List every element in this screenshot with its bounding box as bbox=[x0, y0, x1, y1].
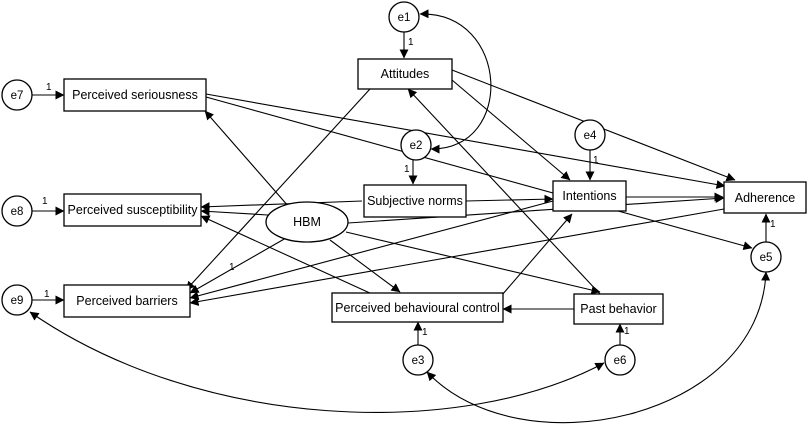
path-hbm-adherence bbox=[347, 194, 725, 224]
error-e3-label: e3 bbox=[412, 355, 425, 367]
error-e8-label: e8 bbox=[11, 206, 24, 218]
label-e9-barriers: 1 bbox=[44, 289, 50, 300]
label-hbm-loading: 1 bbox=[229, 262, 235, 273]
path-seriousness-e5 bbox=[205, 96, 753, 251]
node-adherence-label: Adherence bbox=[735, 191, 796, 205]
observed-variables: Attitudes Perceived seriousness Perceive… bbox=[63, 58, 807, 325]
error-e4[interactable]: e4 bbox=[574, 119, 606, 151]
path-past-attitudes bbox=[407, 88, 601, 295]
path-hbm-past-behavior bbox=[345, 231, 601, 295]
error-e6[interactable]: e6 bbox=[604, 344, 636, 376]
node-perceived-barriers-label: Perceived barriers bbox=[76, 294, 177, 308]
edges bbox=[29, 9, 771, 424]
node-subjective-norms-label: Subjective norms bbox=[367, 194, 463, 208]
error-e1[interactable]: e1 bbox=[388, 1, 420, 33]
node-perceived-seriousness[interactable]: Perceived seriousness bbox=[63, 78, 207, 112]
node-perceived-behavioural-control[interactable]: Perceived behavioural control bbox=[331, 292, 504, 323]
path-hbm-pbc bbox=[329, 239, 401, 293]
label-e8-susceptibility: 1 bbox=[42, 196, 48, 207]
error-e8[interactable]: e8 bbox=[1, 195, 33, 227]
error-e9[interactable]: e9 bbox=[1, 284, 33, 316]
label-e6-past-behavior: 1 bbox=[624, 326, 630, 337]
cov-e9-e6 bbox=[29, 311, 605, 413]
node-subjective-norms[interactable]: Subjective norms bbox=[363, 184, 467, 218]
label-e2-subjective-norms: 1 bbox=[404, 164, 410, 175]
error-e7[interactable]: e7 bbox=[1, 79, 33, 111]
node-perceived-susceptibility[interactable]: Perceived susceptibility bbox=[63, 193, 202, 227]
error-e9-label: e9 bbox=[11, 295, 24, 307]
path-sn-susceptibility bbox=[200, 200, 363, 212]
cov-e1-e2 bbox=[419, 9, 492, 154]
path-hbm-seriousness bbox=[204, 110, 290, 208]
cov-e3-e5 bbox=[426, 271, 771, 424]
node-past-behavior-label: Past behavior bbox=[580, 302, 656, 316]
label-e1-attitudes: 1 bbox=[408, 37, 414, 48]
node-adherence[interactable]: Adherence bbox=[723, 181, 807, 214]
node-perceived-barriers[interactable]: Perceived barriers bbox=[63, 284, 191, 318]
label-e5-adherence: 1 bbox=[770, 219, 776, 230]
label-e7-seriousness: 1 bbox=[46, 82, 52, 93]
error-e5[interactable]: e5 bbox=[750, 241, 782, 273]
node-attitudes[interactable]: Attitudes bbox=[357, 58, 453, 90]
node-past-behavior[interactable]: Past behavior bbox=[573, 293, 664, 325]
label-e4-intentions: 1 bbox=[593, 155, 599, 166]
error-e7-label: e7 bbox=[11, 90, 24, 102]
path-pbc-susceptibility bbox=[200, 215, 373, 295]
path-hbm-susceptibility bbox=[200, 207, 269, 217]
error-e6-label: e6 bbox=[614, 355, 627, 367]
error-e2-label: e2 bbox=[410, 140, 423, 152]
path-attitudes-barriers bbox=[185, 88, 371, 291]
error-e2[interactable]: e2 bbox=[400, 129, 432, 161]
error-e3[interactable]: e3 bbox=[402, 344, 434, 376]
node-hbm-label: HBM bbox=[293, 215, 321, 229]
node-intentions-label: Intentions bbox=[562, 189, 616, 203]
error-e1-label: e1 bbox=[398, 12, 411, 24]
path-sn-intentions bbox=[465, 194, 554, 204]
path-adherence-barriers bbox=[189, 208, 725, 306]
error-terms: e1 e2 e3 e4 e5 e6 e7 e8 bbox=[1, 1, 782, 376]
path-labels: 1 1 1 1 1 1 1 1 1 1 bbox=[42, 37, 776, 338]
error-e4-label: e4 bbox=[584, 130, 597, 142]
node-perceived-seriousness-label: Perceived seriousness bbox=[72, 88, 198, 102]
node-perceived-susceptibility-label: Perceived susceptibility bbox=[68, 203, 199, 217]
path-intentions-barriers bbox=[189, 200, 554, 301]
error-e5-label: e5 bbox=[760, 252, 773, 264]
node-intentions[interactable]: Intentions bbox=[552, 180, 627, 212]
label-e3-pbc: 1 bbox=[422, 327, 428, 338]
node-perceived-behavioural-control-label: Perceived behavioural control bbox=[335, 301, 500, 315]
node-attitudes-label: Attitudes bbox=[381, 67, 430, 81]
path-attitudes-intentions bbox=[451, 79, 571, 181]
node-hbm[interactable]: HBM bbox=[265, 201, 349, 243]
